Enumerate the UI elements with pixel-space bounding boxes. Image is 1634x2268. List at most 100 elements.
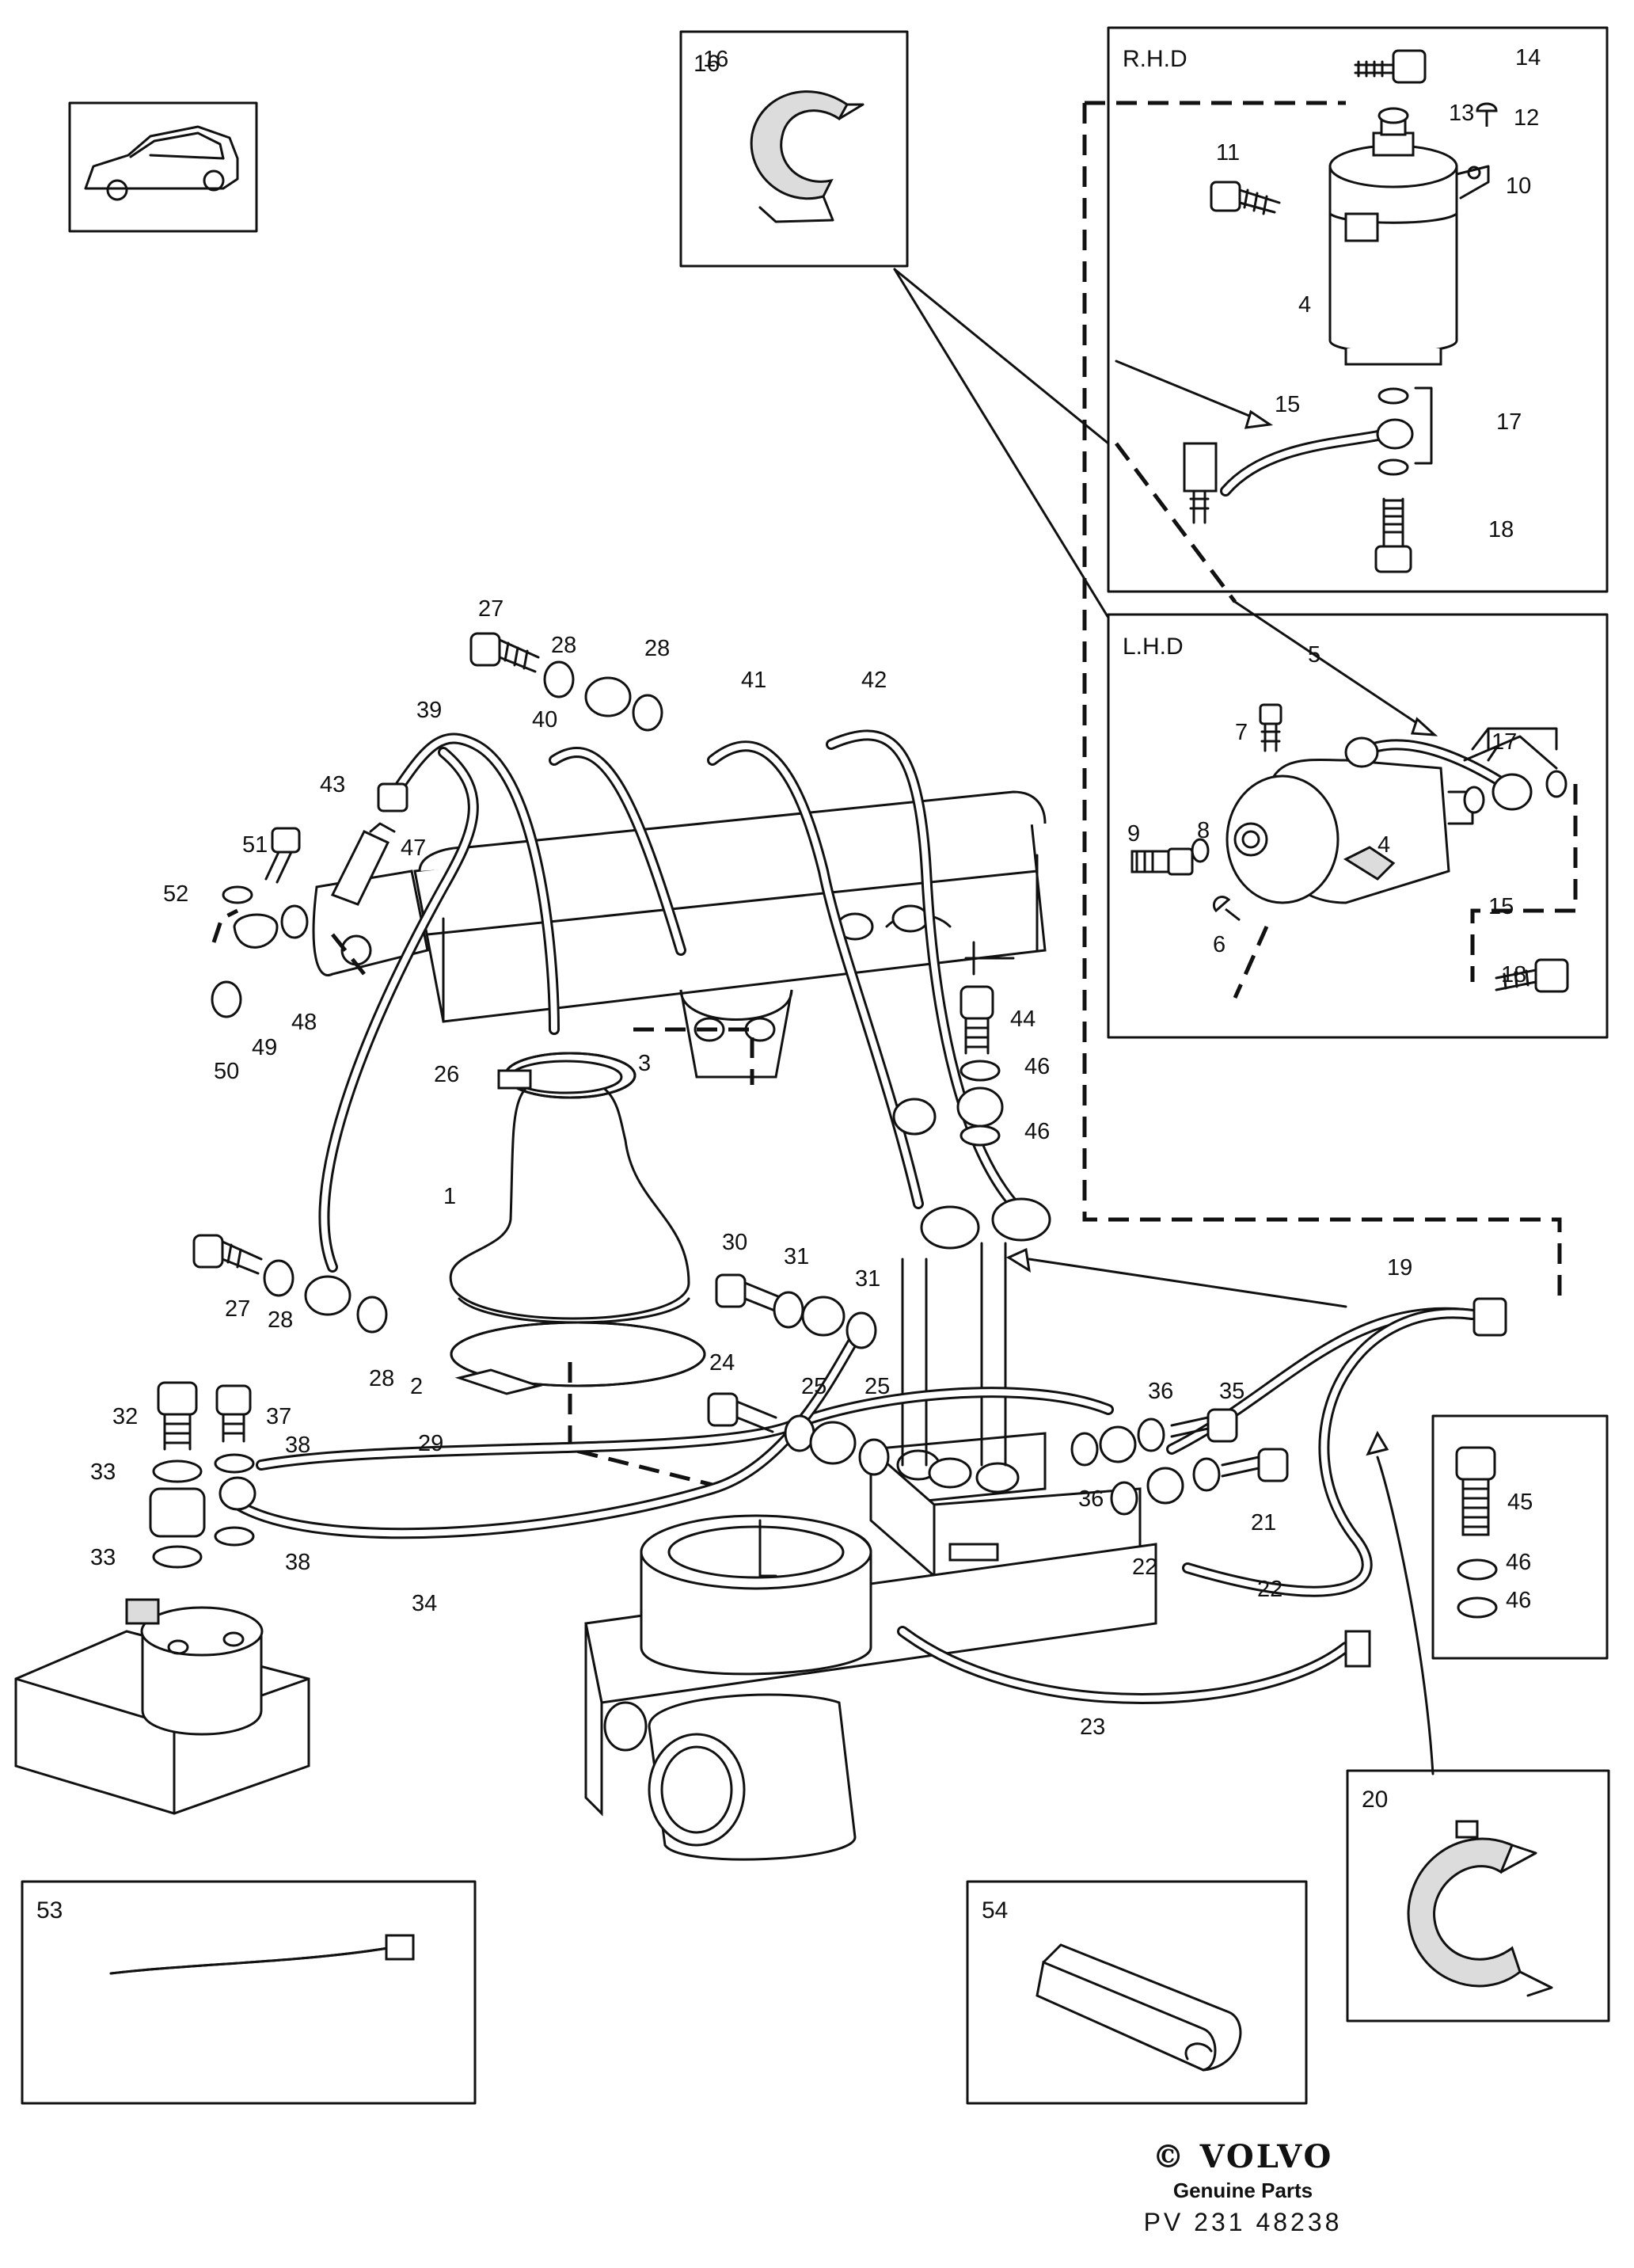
- washer-28-a-icon: [543, 660, 575, 698]
- footer: © VOLVO Genuine Parts PV 231 48238: [1077, 2138, 1409, 2237]
- banjo-fitting-j-icon: [991, 1197, 1051, 1242]
- detail-box-20: 20: [1346, 1769, 1610, 2023]
- banjo-bolt-27-mid-icon: [192, 1234, 263, 1275]
- intake-boot-1-icon: [449, 1060, 690, 1324]
- part-label-4: 4: [1298, 292, 1311, 318]
- lhd-variant-label: L.H.D: [1123, 634, 1184, 660]
- banjo-bolt-51-icon: [264, 827, 301, 884]
- washer-22-a-icon: [1192, 1457, 1221, 1492]
- banjo-bolt-14-icon: [1354, 49, 1427, 84]
- banjo-fitting-k-icon: [149, 1487, 206, 1538]
- part-label-37: 37: [266, 1404, 291, 1429]
- leader-dashed-right: [1082, 103, 1562, 1299]
- pipe-clip-16-icon: [750, 90, 864, 223]
- washer-36-b-icon: [1070, 1432, 1099, 1467]
- washer-31-a-icon: [773, 1291, 804, 1329]
- part-label-19: 19: [1387, 1255, 1412, 1281]
- washer-17-lhd-b-icon: [1545, 770, 1568, 798]
- part-label-3: 3: [638, 1051, 651, 1076]
- part-label-27: 27: [225, 1296, 250, 1322]
- part-label-17: 17: [1496, 409, 1522, 435]
- part-label-46: 46: [1506, 1588, 1531, 1613]
- part-label-13: 13: [1449, 101, 1474, 126]
- part-label-43: 43: [320, 772, 345, 797]
- part-label-34: 34: [412, 1591, 437, 1616]
- banjo-fitting-l-icon: [218, 1476, 256, 1511]
- banjo-bolt-18-rhd-icon: [1374, 497, 1412, 573]
- part-label-22: 22: [1132, 1554, 1157, 1580]
- fitting-9-icon: [1130, 847, 1194, 876]
- washer-33-a-icon: [152, 1459, 203, 1483]
- rhd-variant-box: R.H.D: [1107, 26, 1609, 593]
- washer-46-c-icon: [960, 1060, 1001, 1082]
- part-label-30: 30: [722, 1230, 747, 1255]
- washer-38-b-icon: [214, 1526, 255, 1547]
- banjo-fitting-g-icon: [956, 1086, 1004, 1128]
- drawing-number: PV 231 48238: [1143, 2208, 1343, 2236]
- part-label-23: 23: [1080, 1714, 1105, 1740]
- part-label-27: 27: [478, 596, 504, 622]
- part-label-11: 11: [1216, 140, 1240, 166]
- part-label-38: 38: [285, 1550, 310, 1575]
- part-label-33: 33: [90, 1545, 116, 1570]
- banjo-fitting-e-icon: [1099, 1425, 1137, 1463]
- part-label-29: 29: [418, 1431, 443, 1456]
- banjo-bolt-21-icon: [1221, 1448, 1289, 1482]
- part-label-8: 8: [1197, 818, 1210, 843]
- fuel-pump-rhd-icon: [1328, 117, 1490, 366]
- detail-box-16: 16: [679, 30, 909, 268]
- washer-38-a-icon: [214, 1453, 255, 1474]
- part-label-31: 31: [784, 1244, 809, 1269]
- part-label-28: 28: [369, 1366, 394, 1391]
- detail-box-53: 53: [21, 1880, 477, 2105]
- part-label-5: 5: [1308, 642, 1320, 668]
- fuel-pump-lhd-icon: [1226, 759, 1474, 904]
- fuel-hose-15-rhd-icon: [1183, 418, 1414, 524]
- part-label-33: 33: [90, 1459, 116, 1485]
- part-label-26: 26: [434, 1062, 459, 1087]
- part-label-12: 12: [1514, 105, 1539, 131]
- bolt-11-icon: [1210, 181, 1281, 215]
- screw-12-icon: [1476, 102, 1498, 127]
- washer-31-b-icon: [846, 1311, 877, 1349]
- leader-box16-to-rhd: [893, 268, 1110, 445]
- washer-36-a-icon: [1137, 1418, 1165, 1452]
- cold-start-valve-47-icon: [330, 822, 396, 906]
- banjo-bolt-18-lhd-icon: [1495, 958, 1569, 993]
- part-label-18: 18: [1488, 517, 1514, 542]
- leader-clamp3: [633, 1027, 754, 1085]
- part-label-9: 9: [1127, 821, 1140, 847]
- part-label-1: 1: [443, 1184, 456, 1209]
- part-label-10: 10: [1506, 173, 1531, 199]
- washer-17-lhd-a-icon: [1463, 786, 1485, 814]
- part-label-14: 14: [1515, 45, 1541, 70]
- part-label-47: 47: [401, 835, 426, 861]
- part-label-42: 42: [861, 668, 887, 693]
- pressure-regulator-icon: [14, 1598, 310, 1815]
- part-label-46: 46: [1024, 1119, 1050, 1144]
- washer-28-d-icon: [356, 1296, 388, 1334]
- washer-17-lower-icon: [1378, 459, 1409, 476]
- part-label-38: 38: [285, 1433, 310, 1458]
- washer-8-icon: [1191, 838, 1210, 863]
- washer-25-b-icon: [858, 1438, 890, 1476]
- part-label-36: 36: [1148, 1379, 1173, 1404]
- washer-52-icon: [222, 885, 253, 904]
- leader-box16-to-lhd: [893, 268, 1110, 619]
- part-label-25: 25: [864, 1374, 890, 1399]
- banjo-fitting-a-icon: [584, 676, 632, 717]
- banjo-bolt-45-icon: [1455, 1446, 1496, 1536]
- washer-46-a-icon: [1457, 1558, 1498, 1581]
- banjo-fitting-d-icon: [809, 1421, 857, 1465]
- bolt-7-icon: [1259, 703, 1282, 752]
- hose-clamp-2-icon: [450, 1321, 706, 1395]
- banjo-bolt-37-icon: [215, 1384, 252, 1443]
- washer-17-upper-icon: [1378, 387, 1409, 405]
- washer-48-icon: [280, 904, 309, 939]
- detail-box-53-label: 53: [36, 1897, 63, 1924]
- banjo-bolt-32-icon: [157, 1381, 198, 1451]
- part-label-52: 52: [163, 881, 188, 907]
- pipe-clip-20-icon: [1407, 1820, 1553, 1997]
